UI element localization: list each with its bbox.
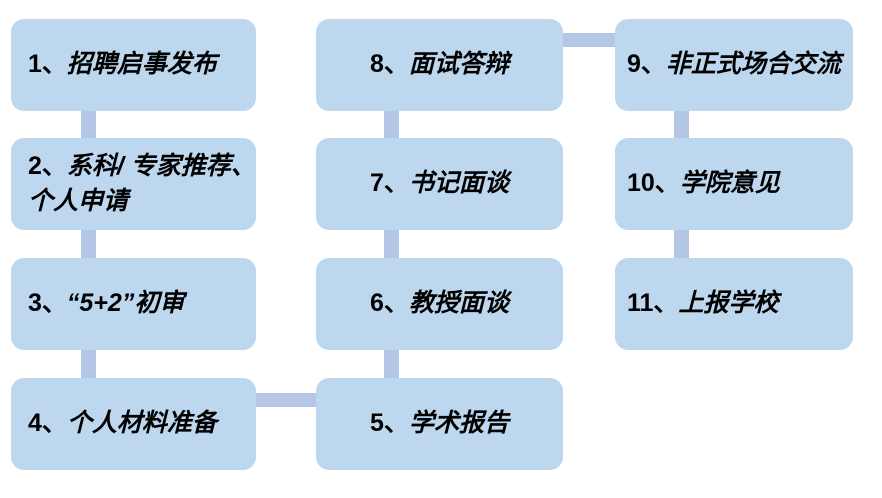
step-label-9: 9、非正式场合交流 bbox=[627, 47, 841, 83]
step-name-10: 学院意见 bbox=[679, 169, 780, 198]
connector-2-3 bbox=[81, 229, 96, 259]
step-box-8: 8、面试答辩 bbox=[316, 19, 563, 111]
connector-4-5 bbox=[254, 393, 318, 407]
connector-10-11 bbox=[674, 229, 689, 259]
step-name-8: 面试答辩 bbox=[408, 50, 509, 79]
step-number-8: 8、 bbox=[370, 50, 409, 79]
step-number-9: 9、 bbox=[627, 50, 666, 79]
step-box-6: 6、教授面谈 bbox=[316, 258, 563, 350]
connector-1-2 bbox=[81, 109, 96, 139]
step-label-8: 8、面试答辩 bbox=[370, 47, 509, 83]
step-name-5: 学术报告 bbox=[408, 409, 509, 438]
step-name-6: 教授面谈 bbox=[408, 289, 509, 318]
step-label-10: 10、学院意见 bbox=[627, 166, 780, 202]
step-label-1: 1、招聘启事发布 bbox=[28, 47, 217, 83]
step-box-9: 9、非正式场合交流 bbox=[615, 19, 853, 111]
step-box-1: 1、招聘启事发布 bbox=[11, 19, 256, 111]
step-label-6: 6、教授面谈 bbox=[370, 286, 509, 322]
step-name-1: 招聘启事发布 bbox=[66, 50, 217, 79]
step-number-2: 2、 bbox=[28, 151, 67, 180]
step-name-9: 非正式场合交流 bbox=[665, 50, 841, 79]
step-label-3: 3、“5+2”初审 bbox=[28, 286, 184, 322]
connector-6-7 bbox=[384, 229, 399, 259]
step-label-7: 7、书记面谈 bbox=[370, 166, 509, 202]
step-box-7: 7、书记面谈 bbox=[316, 138, 563, 230]
step-box-2: 2、系科/ 专家推荐、 个人申请 bbox=[11, 138, 256, 230]
step-name-2: 系科/ 专家推荐、 个人申请 bbox=[28, 151, 256, 216]
step-box-10: 10、学院意见 bbox=[615, 138, 853, 230]
connector-7-8 bbox=[384, 109, 399, 139]
step-box-11: 11、上报学校 bbox=[615, 258, 853, 350]
step-label-2: 2、系科/ 专家推荐、 个人申请 bbox=[28, 149, 256, 220]
step-number-5: 5、 bbox=[370, 409, 409, 438]
connector-9-10 bbox=[674, 109, 689, 139]
step-label-4: 4、个人材料准备 bbox=[28, 406, 217, 442]
step-name-7: 书记面谈 bbox=[408, 169, 509, 198]
step-name-11: 上报学校 bbox=[678, 289, 779, 318]
connector-8-9 bbox=[561, 33, 619, 47]
step-number-1: 1、 bbox=[28, 50, 67, 79]
step-number-11: 11、 bbox=[627, 289, 679, 318]
connector-3-4 bbox=[81, 349, 96, 379]
step-number-10: 10、 bbox=[627, 169, 680, 198]
step-number-6: 6、 bbox=[370, 289, 409, 318]
step-number-4: 4、 bbox=[28, 409, 67, 438]
step-name-4: 个人材料准备 bbox=[66, 409, 217, 438]
step-name-3: “5+2”初审 bbox=[66, 289, 185, 318]
step-box-4: 4、个人材料准备 bbox=[11, 378, 256, 470]
connector-5-6 bbox=[384, 349, 399, 379]
step-box-3: 3、“5+2”初审 bbox=[11, 258, 256, 350]
step-number-7: 7、 bbox=[370, 169, 409, 198]
step-number-3: 3、 bbox=[28, 289, 67, 318]
step-box-5: 5、学术报告 bbox=[316, 378, 563, 470]
step-label-5: 5、学术报告 bbox=[370, 406, 509, 442]
step-label-11: 11、上报学校 bbox=[627, 286, 778, 322]
